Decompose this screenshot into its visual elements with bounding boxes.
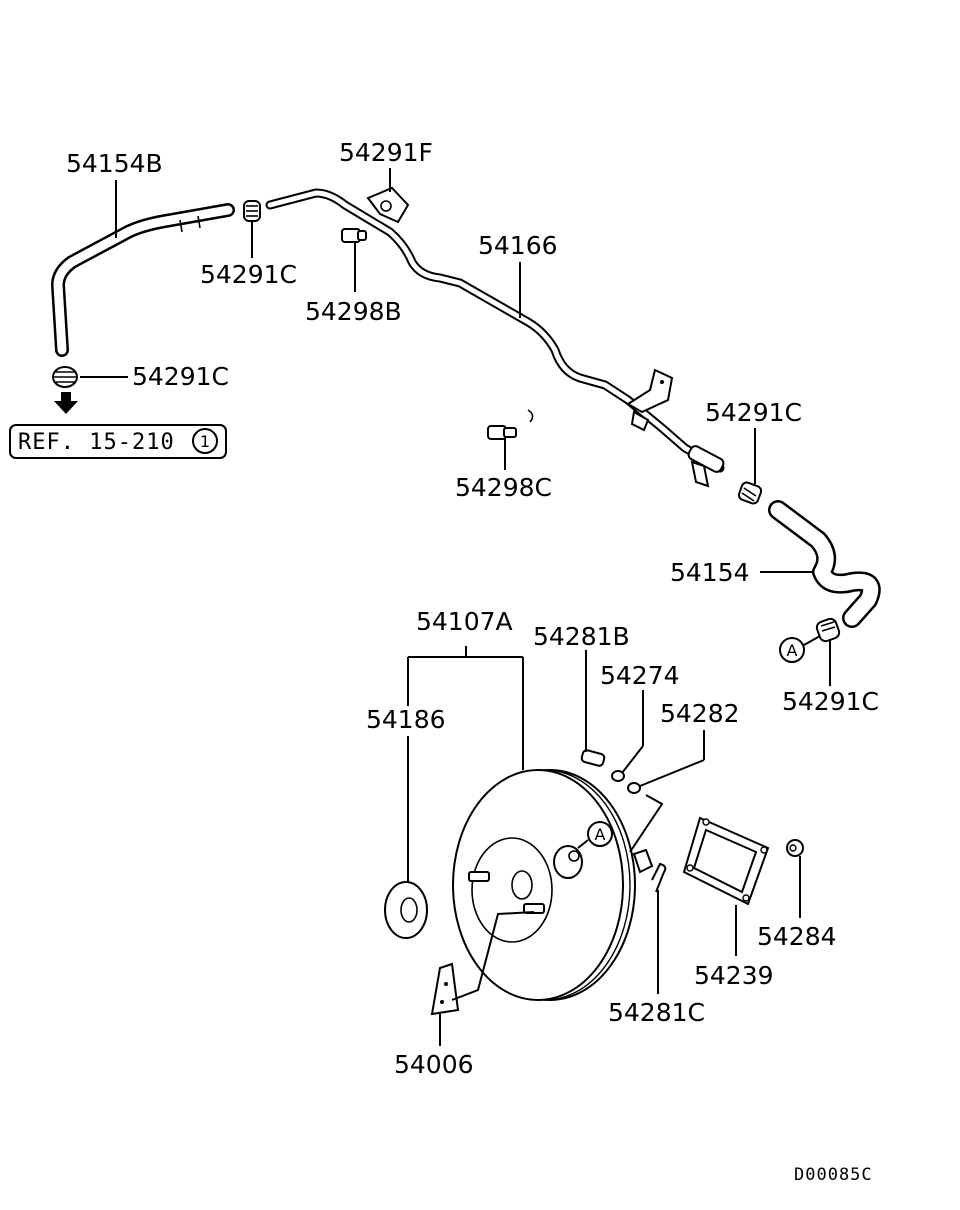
label-54166: 54166 [478,231,558,260]
reference-box[interactable]: REF. 15-210 1 [9,424,227,459]
label-54154B: 54154B [66,149,163,178]
label-54291C-bottom: 54291C [782,687,879,716]
leader-lines [80,168,831,1046]
bolt-54298B [341,228,367,243]
label-54281C: 54281C [608,998,705,1027]
arrow-down-icon [54,392,78,414]
label-54298B: 54298B [305,297,402,326]
nut-54284 [786,839,804,857]
clamp-54291C-right [737,481,763,505]
label-54154: 54154 [670,558,750,587]
seal-54186 [384,881,428,939]
label-54281B: 54281B [533,622,630,651]
pipe-54166 [265,188,725,473]
hose-54154 [768,500,881,628]
reference-index: 1 [200,432,210,451]
clamp-54291C-top [243,200,261,222]
connection-marker-a-booster: A [577,821,613,849]
label-54186: 54186 [366,705,446,734]
svg-text:A: A [787,641,798,660]
diagram-code: D00085C [794,1165,873,1185]
label-54291F: 54291F [339,138,433,167]
pin-54281B [580,749,606,767]
clamp-54291C-bottom [815,617,841,643]
label-54291C-right: 54291C [705,398,802,427]
clip-54291F [366,186,410,224]
label-54239: 54239 [694,961,774,990]
label-54298C: 54298C [455,473,552,502]
bolt-54298C [487,409,534,440]
reference-text: REF. 15-210 [18,430,175,455]
connection-marker-a-right: A [779,635,821,663]
bracket-54006 [430,962,460,1016]
label-54284: 54284 [757,922,837,951]
clamp-54291C-left [52,366,78,388]
pin-54281C [651,862,667,893]
pipe-bracket [626,368,710,488]
label-54291C-left: 54291C [132,362,229,391]
label-54107A: 54107A [416,607,513,636]
hose-54154B [51,203,235,357]
label-54006: 54006 [394,1050,474,1079]
label-54282: 54282 [660,699,740,728]
gasket-54239 [682,816,770,906]
label-54274: 54274 [600,661,680,690]
svg-text:A: A [595,825,606,844]
pipe-fitting [687,445,725,473]
washer-54282 [627,782,641,794]
brake-booster-54107A [452,769,654,1001]
label-54291C-top: 54291C [200,260,297,289]
clip-54274 [611,770,625,782]
